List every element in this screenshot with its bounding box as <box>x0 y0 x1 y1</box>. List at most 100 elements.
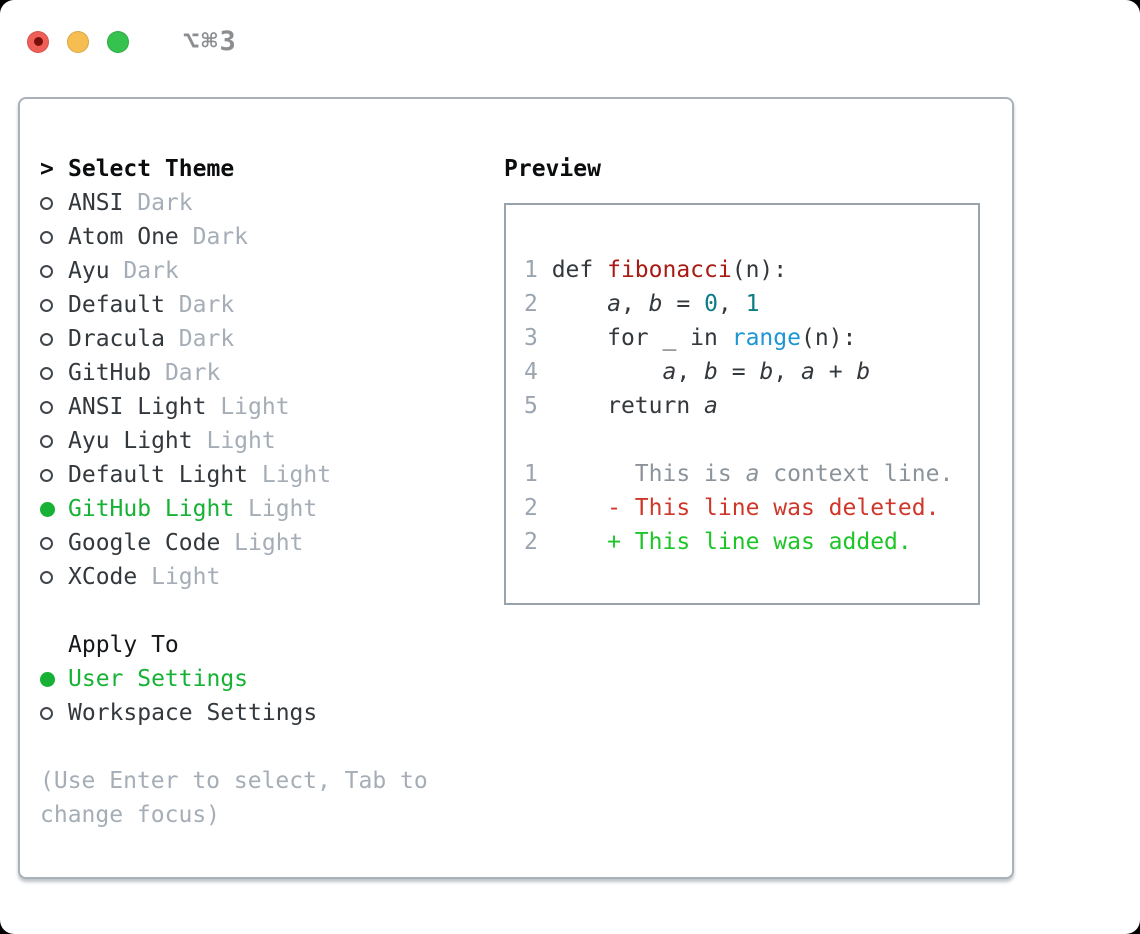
theme-name: ANSI <box>68 190 124 216</box>
preview-line: 4 a, b = b, a + b <box>524 355 978 389</box>
code-token: context line. <box>759 461 954 487</box>
minimize-button[interactable] <box>67 30 89 53</box>
theme-name: Default <box>68 292 165 318</box>
preview-column: Preview 1 def fibonacci(n):2 a, b = 0, 1… <box>504 152 980 605</box>
theme-name: XCode <box>68 564 138 590</box>
line-number: 3 <box>524 325 552 351</box>
theme-variant: Light <box>151 564 221 590</box>
theme-option-dracula[interactable]: Dracula Dark <box>40 322 428 356</box>
theme-name: Dracula <box>68 326 165 352</box>
radio-icon <box>40 434 53 448</box>
hint-line: (Use Enter to select, Tab to <box>40 768 428 794</box>
radio-icon <box>40 366 53 380</box>
theme-variant: Dark <box>164 360 221 386</box>
theme-option-ayu-light[interactable]: Ayu Light Light <box>40 424 428 458</box>
apply-option-label: Workspace Settings <box>68 700 318 726</box>
code-token: a <box>704 393 718 419</box>
code-token: b <box>704 359 718 385</box>
theme-variant: Light <box>206 428 276 454</box>
radio-icon <box>40 468 53 482</box>
apply-option-user-settings[interactable]: User Settings <box>40 662 428 696</box>
code-token: + <box>814 359 857 385</box>
line-number: 2 <box>524 495 552 521</box>
select-theme-heading-label: Select Theme <box>68 156 235 182</box>
preview-line <box>524 423 978 457</box>
radio-icon <box>40 264 53 278</box>
theme-name: GitHub Light <box>68 496 235 522</box>
preview-line: 2 a, b = 0, 1 <box>524 287 978 321</box>
theme-variant: Light <box>261 462 332 488</box>
code-token: 1 <box>745 291 760 317</box>
maximize-button[interactable] <box>107 30 129 53</box>
code-token: - This line was deleted. <box>551 495 940 521</box>
code-token: 0 <box>704 291 718 317</box>
radio-icon <box>40 570 53 584</box>
code-token: a <box>662 359 677 385</box>
theme-variant: Light <box>248 496 318 522</box>
code-token: b <box>759 359 774 385</box>
theme-option-ansi-light[interactable]: ANSI Light Light <box>40 390 428 424</box>
line-number: 2 <box>524 529 552 555</box>
theme-option-ayu[interactable]: Ayu Dark <box>40 254 428 288</box>
code-token: = <box>662 291 705 317</box>
theme-option-ansi[interactable]: ANSI Dark <box>40 186 428 220</box>
code-token: = <box>717 359 760 385</box>
theme-option-github-light[interactable]: GitHub Light Light <box>40 492 428 526</box>
apply-option-label: User Settings <box>68 666 249 692</box>
apply-option-workspace-settings[interactable]: Workspace Settings <box>40 696 428 730</box>
code-token <box>552 359 663 385</box>
theme-name: Ayu Light <box>68 428 193 454</box>
theme-option-default[interactable]: Default Dark <box>40 288 428 322</box>
titlebar: ⌥⌘3 <box>27 26 238 57</box>
theme-variant: Dark <box>178 326 235 352</box>
line-number: 2 <box>524 291 552 317</box>
code-token: a <box>801 359 815 385</box>
radio-icon <box>40 230 53 244</box>
preview-line: 2 - This line was deleted. <box>524 491 978 525</box>
radio-icon <box>40 298 53 312</box>
spacer <box>40 730 428 764</box>
line-number: 1 <box>524 461 552 487</box>
apply-to-heading: Apply To <box>40 628 428 662</box>
theme-variant: Dark <box>178 292 235 318</box>
code-token: (n): <box>731 257 788 283</box>
unsaved-changes-dot-icon <box>33 37 43 46</box>
radio-selected-icon <box>40 501 55 517</box>
radio-selected-icon <box>40 671 55 687</box>
preview-heading-label: Preview <box>504 156 601 182</box>
line-number: 4 <box>524 359 552 385</box>
theme-name: Ayu <box>68 258 110 284</box>
code-token: b <box>856 359 871 385</box>
preview-line: 2 + This line was added. <box>524 525 978 559</box>
code-token: a <box>745 461 760 487</box>
code-token: , <box>676 359 705 385</box>
line-number: 1 <box>524 257 552 283</box>
theme-name: ANSI Light <box>68 394 207 420</box>
cursor-icon: > <box>40 156 54 182</box>
radio-icon <box>40 706 53 720</box>
window-title: ⌥⌘3 <box>183 26 238 57</box>
close-button[interactable] <box>27 30 49 53</box>
theme-variant: Light <box>220 394 290 420</box>
code-token: , <box>717 291 746 317</box>
theme-variant: Dark <box>123 258 179 284</box>
code-token: + This line was added. <box>551 529 912 555</box>
theme-option-xcode[interactable]: XCode Light <box>40 560 428 594</box>
code-token: a <box>607 291 621 317</box>
code-token: , <box>773 359 802 385</box>
theme-variant: Dark <box>137 190 193 216</box>
preview-line: 1 This is a context line. <box>524 457 978 491</box>
radio-icon <box>40 332 53 346</box>
code-token: for _ in <box>551 325 732 351</box>
code-token: return <box>551 393 705 419</box>
